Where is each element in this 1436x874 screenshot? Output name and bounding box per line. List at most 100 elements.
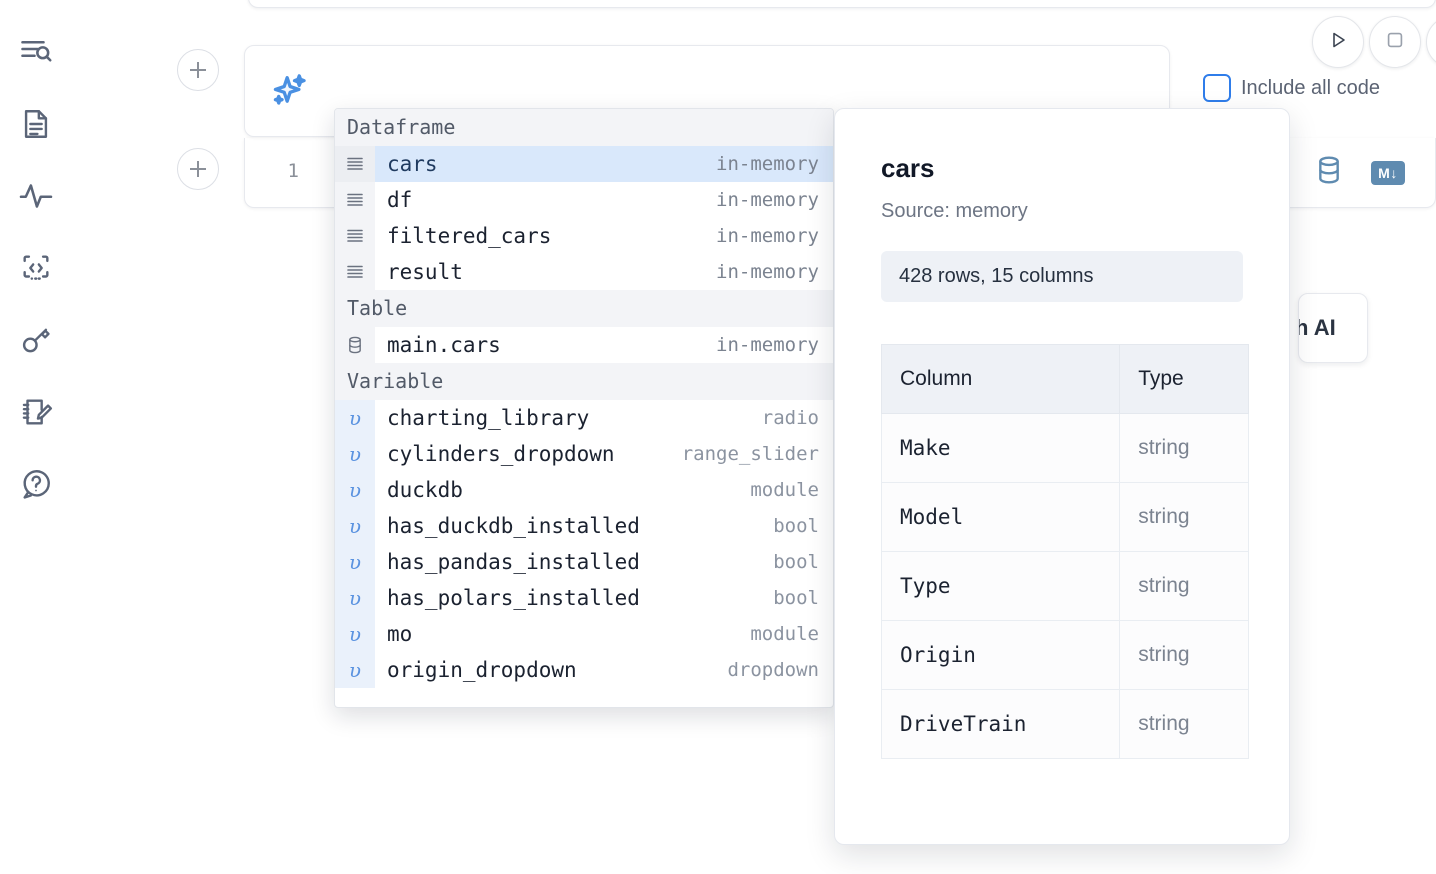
variable-icon: υ (335, 652, 375, 688)
cell-above-partial (248, 0, 1436, 8)
autocomplete-item[interactable]: υ charting_library radio (335, 400, 833, 436)
autocomplete-section-header: Dataframe (335, 109, 833, 146)
variable-icon: υ (335, 508, 375, 544)
sidebar-item-explore[interactable] (8, 16, 64, 88)
schema-table-header-cell: Column (880, 344, 1121, 414)
cell-icon-group: M↓ (1313, 154, 1405, 191)
autocomplete-item-name: filtered_cars (387, 224, 552, 248)
autocomplete-item-name: has_polars_installed (387, 586, 640, 610)
autocomplete-item-name: cars (387, 152, 438, 176)
autocomplete-item-type: radio (761, 407, 819, 429)
schema-column-type: string (1119, 689, 1249, 759)
database-icon[interactable] (1313, 154, 1345, 191)
sidebar-item-scratchpad[interactable] (8, 376, 64, 448)
schema-column-name: Type (880, 551, 1121, 621)
lines-icon (335, 182, 375, 218)
sidebar-item-activity[interactable] (8, 160, 64, 232)
detail-title: cars (881, 153, 935, 183)
sparkle-icon (267, 70, 311, 119)
schema-column-name: DriveTrain (880, 689, 1121, 759)
autocomplete-item-type: bool (773, 515, 819, 537)
line-number: 1 (287, 160, 299, 182)
include-all-code-checkbox[interactable] (1203, 74, 1231, 102)
schema-column-name: Make (880, 413, 1121, 483)
autocomplete-item-name: duckdb (387, 478, 463, 502)
schema-column-name: Model (880, 482, 1121, 552)
autocomplete-item-type: in-memory (716, 189, 819, 211)
autocomplete-item-type: dropdown (727, 659, 819, 681)
include-all-code-label: Include all code (1241, 76, 1380, 99)
detail-stats-badge: 428 rows, 15 columns (881, 251, 1243, 302)
autocomplete-section-header: Variable (335, 363, 833, 400)
autocomplete-item[interactable]: df in-memory (335, 182, 833, 218)
sidebar-item-snippets[interactable] (8, 232, 64, 304)
stop-button[interactable] (1369, 16, 1421, 68)
autocomplete-item-name: mo (387, 622, 413, 646)
play-icon (1326, 28, 1350, 57)
variable-icon: υ (335, 400, 375, 436)
variable-icon: υ (335, 616, 375, 652)
completion-detail-panel: cars Source: memory 428 rows, 15 columns… (834, 108, 1290, 845)
scratchpad-icon (19, 395, 53, 429)
schema-column-name: Origin (880, 620, 1121, 690)
sidebar-rail (0, 0, 72, 874)
autocomplete-item-type: in-memory (716, 261, 819, 283)
autocomplete-item-name: charting_library (387, 406, 590, 430)
schema-table-header-cell: Type (1119, 344, 1249, 414)
autocomplete-item-type: module (750, 623, 819, 645)
autocomplete-item[interactable]: υ has_polars_installed bool (335, 580, 833, 616)
sidebar-item-help[interactable] (8, 448, 64, 520)
autocomplete-item-name: origin_dropdown (387, 658, 577, 682)
add-cell-button-bottom[interactable] (177, 148, 219, 190)
database-icon (335, 327, 375, 363)
plus-icon (190, 62, 206, 78)
run-button[interactable] (1312, 16, 1364, 68)
autocomplete-item-type: in-memory (716, 225, 819, 247)
schema-column-type: string (1119, 482, 1249, 552)
include-all-code-row[interactable]: Include all code (1203, 74, 1380, 102)
schema-column-type: string (1119, 413, 1249, 483)
schema-column-type: string (1119, 551, 1249, 621)
schema-column-type: string (1119, 620, 1249, 690)
autocomplete-item-name: df (387, 188, 413, 212)
variable-icon: υ (335, 436, 375, 472)
autocomplete-item-name: has_pandas_installed (387, 550, 640, 574)
autocomplete-item-type: bool (773, 587, 819, 609)
autocomplete-item[interactable]: filtered_cars in-memory (335, 218, 833, 254)
stop-square-icon (1384, 29, 1406, 56)
ai-suggestion-chip-label: h AI (1298, 315, 1336, 340)
explore-icon (18, 34, 54, 70)
overflow-button[interactable] (1426, 16, 1436, 68)
autocomplete-item[interactable]: υ origin_dropdown dropdown (335, 652, 833, 688)
sidebar-item-notebook[interactable] (8, 88, 64, 160)
variable-icon: υ (335, 544, 375, 580)
code-icon (19, 251, 53, 285)
autocomplete-item-type: range_slider (681, 443, 819, 465)
key-icon (19, 323, 53, 357)
add-cell-button-top[interactable] (177, 49, 219, 91)
lines-icon (335, 146, 375, 182)
plus-icon (190, 161, 206, 177)
variable-icon: υ (335, 472, 375, 508)
markdown-badge[interactable]: M↓ (1371, 160, 1405, 185)
variable-icon: υ (335, 580, 375, 616)
ai-suggestion-chip[interactable]: h AI (1298, 293, 1368, 363)
sidebar-item-secrets[interactable] (8, 304, 64, 376)
